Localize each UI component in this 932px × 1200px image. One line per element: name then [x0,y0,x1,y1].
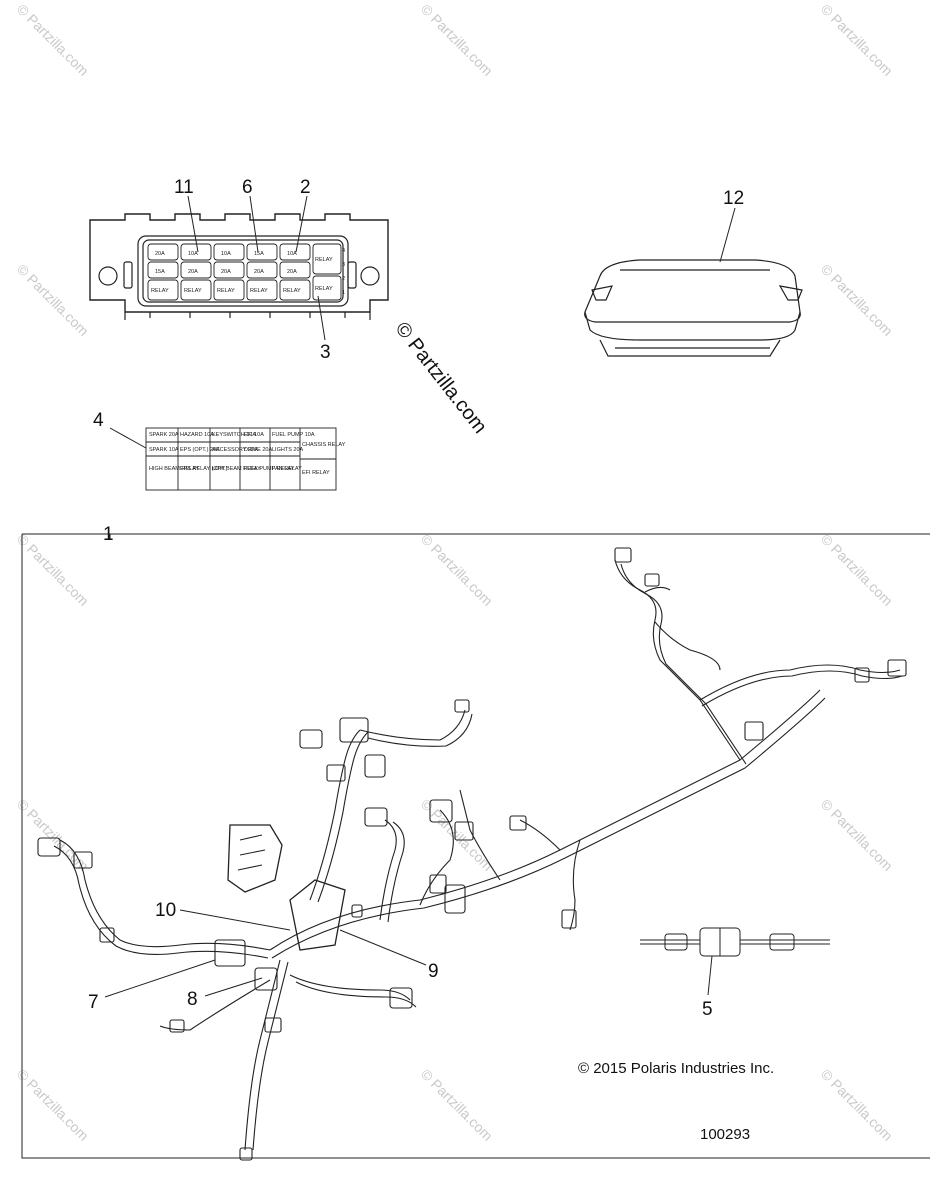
decal-cell: CHASSIS RELAY [302,442,346,448]
callout-3: 3 [320,342,331,363]
wire-harness [37,547,907,1161]
fuse-rating: 20A [287,269,297,275]
watermark: © Partzilla.com [818,1066,896,1144]
watermark: © Partzilla.com [818,796,896,874]
watermark: © Partzilla.com [418,1,496,79]
watermark-group: © Partzilla.com © Partzilla.com © Partzi… [14,1,896,1144]
decal-cell: EFI 10A [244,432,264,438]
fuse-rating: 20A [188,269,198,275]
decal-cell: EPS (OPT.) 20A [180,447,220,453]
fuse-rating: 15A [155,269,165,275]
fuse-rating: 20A [221,269,231,275]
fuse-decal [145,427,337,491]
watermark: © Partzilla.com [14,261,92,339]
decal-cell: DRIVE 20A [244,447,272,453]
callout-6: 6 [242,177,253,198]
fuse-rating: 20A [254,269,264,275]
decal-cell: FAN RELAY [272,466,302,472]
watermark: © Partzilla.com [14,531,92,609]
watermark: © Partzilla.com [818,261,896,339]
inline-fuse-holder [640,927,830,996]
row-number: 1 [342,290,345,296]
decal-cell: LIGHTS 20A [272,447,304,453]
decal-cell: HIGH BEAM RELAY [149,466,199,472]
fuse-rating: 15A [254,251,264,257]
callout-11: 11 [174,177,194,198]
watermark: © Partzilla.com [818,1,896,79]
relay-label: RELAY [283,288,301,294]
row-number: 3 [342,262,345,268]
fuse-box-cover [584,259,803,357]
relay-label: RELAY [315,286,333,292]
watermark: © Partzilla.com [418,531,496,609]
decal-cell: ACCESSORY 20A [212,447,258,453]
decal-cell: FUEL PUMP RELAY [244,466,295,472]
fuse-labels: 20A 10A 10A 15A 10A 15A 20A 20A 20A 20A … [151,248,345,296]
callout-10: 10 [155,900,176,921]
relay-label: RELAY [184,288,202,294]
relay-label: RELAY [250,288,268,294]
callout-4: 4 [93,410,104,431]
callout-7: 7 [88,992,99,1013]
callout-1: 1 [103,524,114,545]
callout-12: 12 [723,188,744,209]
decal-cell: SPARK 10A [149,447,179,453]
callout-8: 8 [187,989,198,1010]
decal-text: SPARK 20A HAZARD 10A KEYSWITCH 10A EFI 1… [149,432,346,476]
callout-2: 2 [300,177,311,198]
callout-9: 9 [428,961,439,982]
fuse-rating: 10A [221,251,231,257]
decal-cell: LOW BEAM RELAY [212,466,261,472]
decal-cell: KEYSWITCH 10A [212,432,256,438]
decal-cell: HAZARD 10A [180,432,214,438]
fuse-rating: 20A [155,251,165,257]
fuse-rating: 10A [188,251,198,257]
fuse-rating: 10A [287,251,297,257]
row-number: 2 [342,276,345,282]
watermark: © Partzilla.com [14,1066,92,1144]
watermark: © Partzilla.com [14,1,92,79]
watermark: © Partzilla.com [818,531,896,609]
relay-label: RELAY [151,288,169,294]
fuse-box [89,213,389,320]
relay-label: RELAY [217,288,235,294]
decal-cell: EFI RELAY [302,470,330,476]
watermark: © Partzilla.com [418,1066,496,1144]
diagram-part-number: 100293 [700,1126,751,1143]
copyright-notice: © 2015 Polaris Industries Inc. [578,1060,775,1077]
row-number: 4 [342,248,345,254]
decal-cell: SPARK 20A [149,432,179,438]
callout-5: 5 [702,999,713,1020]
decal-cell: EPS RELAY (OPT.) [180,466,228,472]
decal-cell: FUEL PUMP 10A [272,432,315,438]
relay-label: RELAY [315,257,333,263]
harness-frame [21,533,930,1159]
leader-lines-bottom [104,909,427,998]
leader-lines-top [109,195,736,449]
